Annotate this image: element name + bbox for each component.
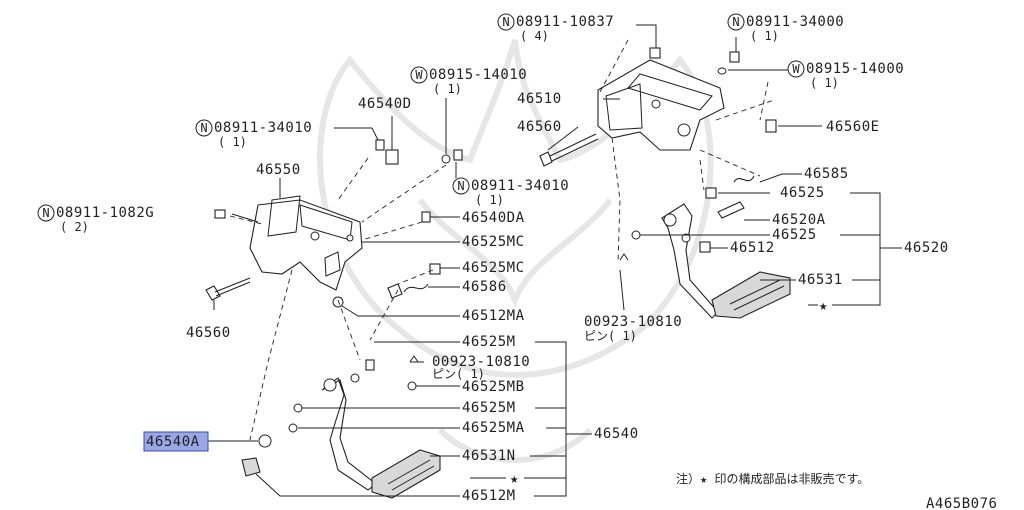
label-08911-34010-b: 08911-34010 [471, 178, 569, 194]
circled-prefix-marks: N N W W N N N [37, 13, 805, 222]
right-bracket-assembly [539, 39, 777, 263]
label-46550: 46550 [256, 162, 301, 178]
star-left: ★ [510, 471, 519, 487]
label-46585: 46585 [804, 166, 849, 182]
label-46540D: 46540D [358, 96, 412, 112]
label-46540: 46540 [594, 426, 639, 442]
label-46520: 46520 [904, 240, 949, 256]
label-46525-mid: 46525 [772, 227, 817, 243]
footnote-note: 注）★ 印の構成部品は非販売です。 [676, 471, 869, 486]
mark-N-4: N [457, 179, 464, 193]
label-46510: 46510 [517, 91, 562, 107]
mark-W-1: W [792, 62, 800, 76]
label-46540A[interactable]: 46540A [146, 434, 200, 450]
label-46525MC-a: 46525MC [462, 234, 525, 250]
label-00923-10810-right: 00923-10810 [584, 314, 682, 330]
label-08911-34010-a: 08911-34010 [214, 120, 312, 136]
mark-W-2: W [415, 68, 423, 82]
mark-N-1: N [502, 15, 509, 29]
label-08915-14000: 08915-14000 [806, 61, 904, 77]
label-46525M-b: 46525M [462, 400, 516, 416]
qty-08911-1082G: ( 2) [60, 220, 89, 234]
label-46531: 46531 [798, 272, 843, 288]
leader-lines [208, 24, 902, 497]
label-08915-14010: 08915-14010 [429, 67, 527, 83]
star-right: ★ [819, 298, 828, 314]
label-46525MA: 46525MA [462, 420, 525, 436]
qty-08911-10837: ( 4) [520, 29, 549, 43]
qty-08911-34010-b: ( 1) [475, 193, 504, 207]
mark-N-2: N [732, 15, 739, 29]
label-08911-10837: 08911-10837 [516, 14, 614, 30]
label-46512M: 46512M [462, 488, 516, 504]
label-00923-10810-left: 00923-10810 [432, 354, 530, 370]
part-labels: 08911-10837 ( 4) 08911-34000 ( 1) 08915-… [56, 14, 997, 510]
label-46560-left: 46560 [186, 325, 231, 341]
diagram-code: A465B076 [926, 496, 997, 510]
pedal-bracket-46510 [597, 59, 725, 151]
label-46512-right: 46512 [730, 240, 775, 256]
label-46540DA: 46540DA [462, 210, 525, 226]
pin-qty-left: ピン( 1) [432, 367, 485, 381]
label-46586: 46586 [462, 279, 507, 295]
label-46531N: 46531N [462, 448, 516, 464]
label-46560-right: 46560 [517, 119, 562, 135]
pedal-arm-left [321, 377, 377, 491]
pedal-bracket-46550 [249, 199, 363, 291]
label-08911-1082G: 08911-1082G [56, 205, 154, 221]
label-46525MC-b: 46525MC [462, 260, 525, 276]
label-46512MA: 46512MA [462, 308, 525, 324]
label-08911-34000: 08911-34000 [746, 14, 844, 30]
mark-N-3: N [200, 121, 207, 135]
label-46525MB: 46525MB [462, 379, 525, 395]
pin-qty-right: ピン( 1) [584, 329, 637, 343]
qty-08911-34000: ( 1) [750, 29, 779, 43]
label-46560E: 46560E [826, 119, 880, 135]
pedal-pad-46531 [711, 271, 791, 319]
clutch-pedal-assembly [241, 355, 441, 499]
highlight-46540A [143, 431, 209, 452]
qty-08911-34010-a: ( 1) [218, 135, 247, 149]
watermark-emblem [317, 39, 714, 463]
left-bracket-assembly [205, 124, 463, 441]
label-46525M-a: 46525M [462, 334, 516, 350]
label-46520A: 46520A [772, 212, 826, 228]
label-46525-top: 46525 [780, 185, 825, 201]
qty-08915-14010: ( 1) [433, 82, 462, 96]
brake-pedal-assembly [619, 203, 791, 319]
qty-08915-14000: ( 1) [810, 76, 839, 90]
mark-N-5: N [42, 206, 49, 220]
